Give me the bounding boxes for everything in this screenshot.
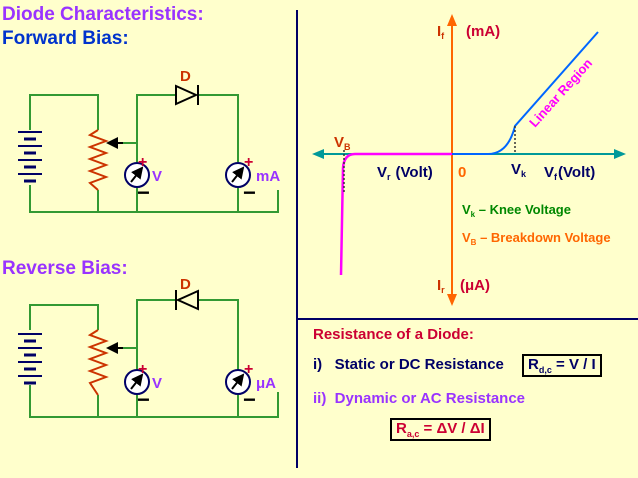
- vb-label: VB: [334, 134, 351, 152]
- horizontal-divider: [298, 318, 638, 320]
- reverse-diode: [175, 289, 199, 311]
- reverse-rheostat: [87, 329, 109, 396]
- current-axis-arrow-up: [447, 14, 457, 26]
- reverse-microammeter-icon: [225, 369, 251, 395]
- linear-region-label: Linear Region: [526, 56, 595, 130]
- forward-vm-plus: +: [138, 154, 147, 171]
- reverse-am-plus: +: [244, 361, 253, 378]
- forward-wire-diode-left: [136, 94, 176, 143]
- reverse-battery: [18, 333, 42, 385]
- forward-wire-bottom: [29, 185, 279, 213]
- forward-am-minus: −: [243, 180, 256, 205]
- legend-breakdown: VB – Breakdown Voltage: [462, 230, 611, 247]
- forward-vm-label: V: [152, 168, 162, 185]
- static-formula: = V / I: [551, 356, 596, 373]
- forward-wire-diode-right: [198, 94, 239, 162]
- page-title: Diode Characteristics:: [2, 4, 204, 25]
- vr-label: Vr(Volt): [377, 164, 433, 182]
- voltage-axis-arrow-right: [614, 149, 626, 159]
- forward-wire-slider: [108, 142, 138, 162]
- voltage-axis-arrow-left: [312, 149, 324, 159]
- forward-am-label: mA: [256, 168, 280, 185]
- reverse-wire-bottom: [29, 385, 279, 418]
- reverse-diode-label: D: [180, 276, 191, 293]
- reverse-wire-diode-left: [136, 299, 176, 348]
- forward-rheostat: [87, 129, 109, 191]
- ir-unit: (μA): [460, 277, 490, 294]
- reverse-wire-slider: [108, 347, 138, 370]
- reverse-curve: [339, 152, 452, 276]
- forward-battery: [18, 131, 42, 183]
- forward-wire-top-left: [29, 94, 99, 130]
- forward-vm-minus: −: [137, 180, 150, 205]
- forward-am-plus: +: [244, 154, 253, 171]
- reverse-vm-plus: +: [138, 361, 147, 378]
- reverse-voltmeter-icon: [124, 369, 150, 395]
- reverse-am-label: μA: [256, 375, 276, 392]
- if-label: If: [437, 23, 445, 41]
- reverse-wire-top-left: [29, 304, 99, 330]
- reverse-bias-heading: Reverse Bias:: [2, 258, 128, 279]
- vk-label: Vk: [511, 161, 527, 179]
- dynamic-r: R: [396, 420, 407, 437]
- resistance-heading: Resistance of a Diode:: [313, 326, 474, 343]
- reverse-vm-label: V: [152, 375, 162, 392]
- forward-curve: [452, 31, 599, 155]
- vf-label: Vf(Volt): [544, 164, 595, 182]
- forward-circuit: D + − V + − mA: [18, 68, 280, 213]
- iv-graph: If (mA) Ir (μA) Vr(Volt) 0 Vk Vf(Volt) V…: [312, 14, 626, 306]
- dynamic-formula: = ΔV / ΔI: [419, 420, 485, 437]
- forward-diode: [175, 84, 199, 106]
- reverse-am-minus: −: [243, 387, 256, 412]
- forward-voltmeter-icon: [124, 162, 150, 188]
- forward-bias-heading: Forward Bias:: [2, 28, 129, 49]
- static-resistance-formula: Rd,c = V / I: [522, 354, 602, 377]
- dynamic-r-sub: a,c: [406, 429, 420, 439]
- dynamic-resistance-label: ii) Dynamic or AC Resistance: [313, 390, 526, 407]
- forward-ammeter-icon: [225, 162, 251, 188]
- reverse-circuit: D + − V + − μA: [18, 276, 279, 418]
- ir-label: Ir: [437, 277, 445, 295]
- if-unit: (mA): [466, 23, 500, 40]
- origin-label: 0: [458, 164, 466, 181]
- vertical-divider: [296, 10, 298, 468]
- static-r-sub: d,c: [538, 365, 552, 375]
- dynamic-resistance-formula: Ra,c = ΔV / ΔI: [390, 418, 491, 441]
- current-axis-arrow-down: [447, 294, 457, 306]
- reverse-vm-minus: −: [137, 387, 150, 412]
- static-r: R: [528, 356, 539, 373]
- reverse-wire-diode-right: [198, 299, 239, 370]
- static-resistance-label: i) Static or DC Resistance: [313, 356, 504, 373]
- forward-diode-label: D: [180, 68, 191, 85]
- legend-knee: Vk – Knee Voltage: [462, 202, 571, 219]
